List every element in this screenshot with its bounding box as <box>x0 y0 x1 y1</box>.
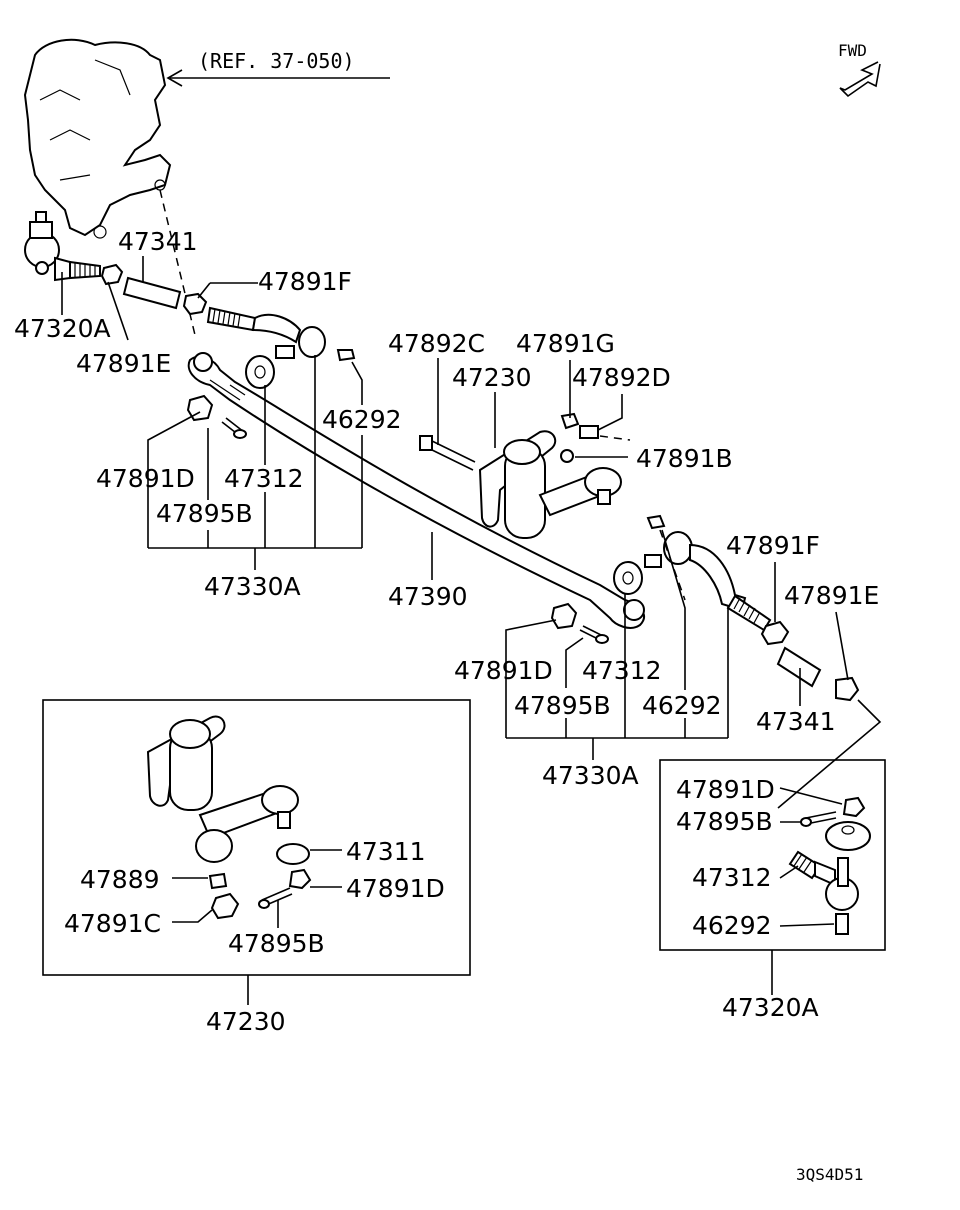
nut-47891C-inset <box>210 892 240 920</box>
adjusting-nut-left-inner <box>182 292 208 316</box>
label-47891C: 47891C <box>64 909 161 938</box>
label-46292-mid: 46292 <box>642 691 722 720</box>
label-47320A-top: 47320A <box>14 314 111 343</box>
label-47330A-left: 47330A <box>204 572 301 601</box>
label-47230-bottom: 47230 <box>206 1007 286 1036</box>
grease-nipple-left <box>336 349 356 362</box>
label-47341-right: 47341 <box>756 707 836 736</box>
label-47320A-bottom: 47320A <box>722 993 819 1022</box>
washer-left <box>245 355 275 389</box>
adjusting-sleeve-left <box>122 276 182 310</box>
label-47895B-inset: 47895B <box>228 929 325 958</box>
washer-right <box>613 561 643 595</box>
adjusting-nut-right-outer <box>835 676 860 702</box>
label-47891G: 47891G <box>516 329 615 358</box>
label-47230-mid: 47230 <box>452 363 532 392</box>
tie-rod-end-right-detail <box>788 796 871 935</box>
label-47891F-top: 47891F <box>258 267 352 296</box>
leader-lines <box>61 256 882 809</box>
relay-rod <box>187 352 645 629</box>
idler-bolt <box>427 439 476 471</box>
ref-arrow <box>166 69 390 87</box>
castle-nut-mid <box>550 602 578 630</box>
idler-arm-mid <box>478 430 622 539</box>
fwd-label: FWD <box>838 41 867 60</box>
footer-code: 3QS4D51 <box>796 1165 863 1184</box>
inner-tie-rod-end-left <box>206 306 326 359</box>
washer-inset <box>276 843 310 865</box>
label-47330A-right: 47330A <box>542 761 639 790</box>
label-47390: 47390 <box>388 582 468 611</box>
adjusting-nut-right <box>760 620 790 646</box>
label-47892C: 47892C <box>388 329 485 358</box>
label-46292-box: 46292 <box>692 911 772 940</box>
label-47311: 47311 <box>346 837 426 866</box>
idler-nut-b <box>560 449 574 463</box>
label-47891D-left: 47891D <box>96 464 195 493</box>
idler-arm-detail <box>146 715 299 863</box>
fwd-arrow-icon <box>839 61 881 98</box>
label-47891D-inset: 47891D <box>346 874 445 903</box>
label-47895B-mid: 47895B <box>514 691 611 720</box>
label-47312-box: 47312 <box>692 863 772 892</box>
castle-nut-inset <box>288 868 312 890</box>
ref-label: (REF. 37-050) <box>198 49 355 73</box>
label-47891E-right: 47891E <box>784 581 879 610</box>
left-tie-rod-end <box>24 211 101 282</box>
grease-nipple-right <box>646 514 666 530</box>
label-47889: 47889 <box>80 865 160 894</box>
idler-arm-detail-box <box>42 699 471 976</box>
steering-gear-box <box>23 38 172 239</box>
gear-to-pitman-centerline <box>159 189 196 336</box>
adjusting-sleeve-right <box>776 646 822 688</box>
label-47312-left: 47312 <box>224 464 304 493</box>
label-47891F-right: 47891F <box>726 531 820 560</box>
label-47891B: 47891B <box>636 444 733 473</box>
castle-nut-left <box>186 394 214 422</box>
idler-bolt-small <box>579 425 599 439</box>
label-47891E-top: 47891E <box>76 349 171 378</box>
inner-tie-rod-end-right <box>644 531 772 632</box>
label-46292-top: 46292 <box>322 405 402 434</box>
label-47892D: 47892D <box>572 363 671 392</box>
label-47891D-box: 47891D <box>676 775 775 804</box>
adjusting-nut-left <box>100 263 124 286</box>
label-47312-mid: 47312 <box>582 656 662 685</box>
label-47891D-mid: 47891D <box>454 656 553 685</box>
label-47895B-box: 47895B <box>676 807 773 836</box>
label-47895B-left: 47895B <box>156 499 253 528</box>
label-47341-top: 47341 <box>118 227 198 256</box>
bushing-inset <box>208 872 228 890</box>
